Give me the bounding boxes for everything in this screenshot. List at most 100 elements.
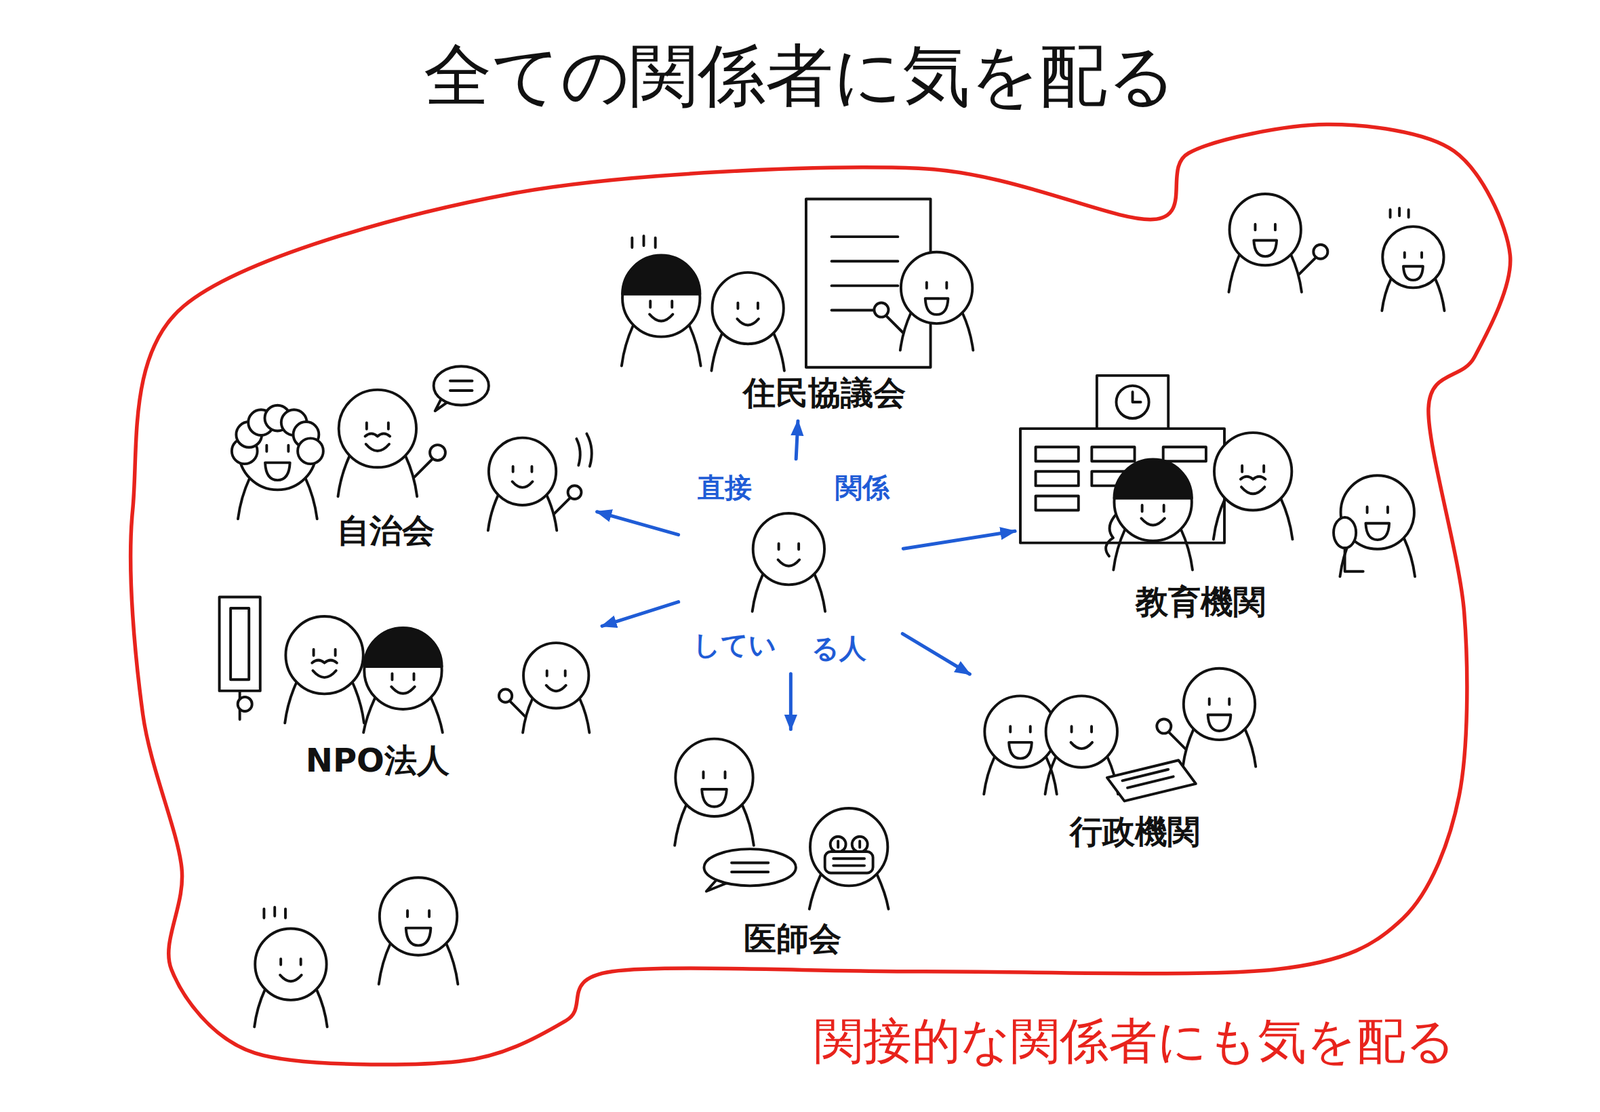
person-figure — [231, 405, 324, 520]
mustache — [1240, 476, 1266, 480]
relation-arrow — [903, 530, 1015, 549]
mouth — [512, 481, 533, 488]
head — [810, 808, 888, 886]
arm-line — [1298, 256, 1317, 274]
head — [1183, 668, 1255, 740]
head — [338, 389, 417, 468]
eyes — [513, 466, 533, 472]
mouth — [701, 789, 727, 807]
relation-arrow — [789, 673, 793, 730]
hand — [237, 696, 253, 712]
mouth — [736, 318, 759, 325]
eyes — [1367, 506, 1388, 513]
clock-tower — [1096, 375, 1169, 429]
region-border — [130, 124, 1511, 1065]
group-label: 住民協議会 — [740, 374, 909, 412]
eyes — [1142, 505, 1165, 512]
bubble-lines — [731, 862, 769, 872]
arm-line — [508, 699, 525, 716]
person-figure — [1228, 193, 1328, 293]
eyes — [650, 301, 672, 308]
person-figure — [498, 642, 590, 733]
head — [1229, 193, 1302, 266]
mouth — [366, 444, 390, 451]
paper-outline — [1107, 760, 1196, 801]
mouth — [391, 686, 415, 694]
arm-line — [554, 496, 572, 514]
window — [1035, 495, 1079, 510]
mouth — [778, 559, 800, 566]
mouth — [1253, 240, 1277, 257]
group-label: NPO法人 — [303, 741, 453, 779]
window — [1035, 446, 1079, 462]
head — [1046, 695, 1118, 767]
signboard — [219, 596, 261, 720]
glasses — [852, 836, 868, 853]
head — [488, 437, 556, 506]
eyes — [366, 423, 389, 430]
braid — [1105, 515, 1116, 556]
speech-bubble — [703, 848, 796, 891]
hat — [1113, 459, 1192, 499]
group-label: 行政機関 — [1067, 812, 1203, 851]
relation-arrow — [597, 511, 679, 535]
mouth — [546, 685, 567, 691]
eyes — [391, 673, 414, 680]
eyes — [280, 958, 301, 965]
stakeholder-group: 住民協議会 — [612, 198, 995, 416]
figure-group — [219, 193, 1445, 1027]
stakeholder-group: 自治会 — [219, 362, 592, 554]
speech-bubble — [433, 366, 489, 411]
clock-hands — [1132, 391, 1142, 403]
head — [711, 272, 784, 344]
person-figure — [752, 513, 826, 612]
motion-marks — [576, 433, 592, 467]
head — [379, 877, 457, 955]
group-label: 自治会 — [334, 511, 438, 550]
person-figure — [363, 627, 443, 733]
person-figure — [488, 437, 582, 531]
eyes — [407, 910, 430, 917]
person-figure — [873, 252, 973, 351]
mustache — [365, 433, 391, 437]
bubble-body — [433, 366, 489, 405]
eyes — [778, 543, 799, 550]
eyes — [737, 303, 758, 309]
stakeholder-group: 教育機関 — [1020, 372, 1424, 625]
eyes — [1010, 726, 1030, 732]
mouth — [1241, 486, 1265, 494]
document-lines — [831, 236, 899, 310]
eyes — [313, 649, 336, 656]
hat — [622, 255, 700, 295]
bubble-lines — [450, 381, 473, 391]
eyes — [837, 841, 860, 848]
person-figure — [711, 272, 784, 371]
person-figure — [1213, 432, 1293, 539]
person-figure — [338, 389, 446, 497]
hand — [873, 303, 889, 318]
relation-arrow — [602, 602, 679, 627]
relation-arrow — [902, 633, 970, 675]
center-person: 直接関係している人 — [683, 464, 898, 669]
curly-hair — [297, 437, 324, 464]
page-title: 全ての関係者に気を配る — [423, 31, 1177, 123]
group-label: 教育機関 — [1132, 583, 1269, 621]
stakeholder-group: NPO法人 — [219, 591, 598, 784]
region-note: 関接的な関係者にも気を配る — [811, 1012, 1459, 1070]
person-figure — [284, 616, 365, 723]
eyes — [1254, 224, 1275, 230]
mouth — [1141, 517, 1165, 525]
glasses — [830, 836, 847, 853]
person-figure — [1381, 208, 1445, 311]
mouth — [280, 974, 302, 982]
head — [753, 513, 825, 585]
window — [1163, 446, 1207, 462]
mouth — [265, 462, 291, 480]
eyes — [547, 670, 566, 676]
hand — [1313, 244, 1328, 259]
paper-sheet — [1107, 760, 1196, 801]
eyes — [1404, 252, 1422, 257]
hat — [364, 627, 442, 667]
head — [1382, 226, 1444, 288]
